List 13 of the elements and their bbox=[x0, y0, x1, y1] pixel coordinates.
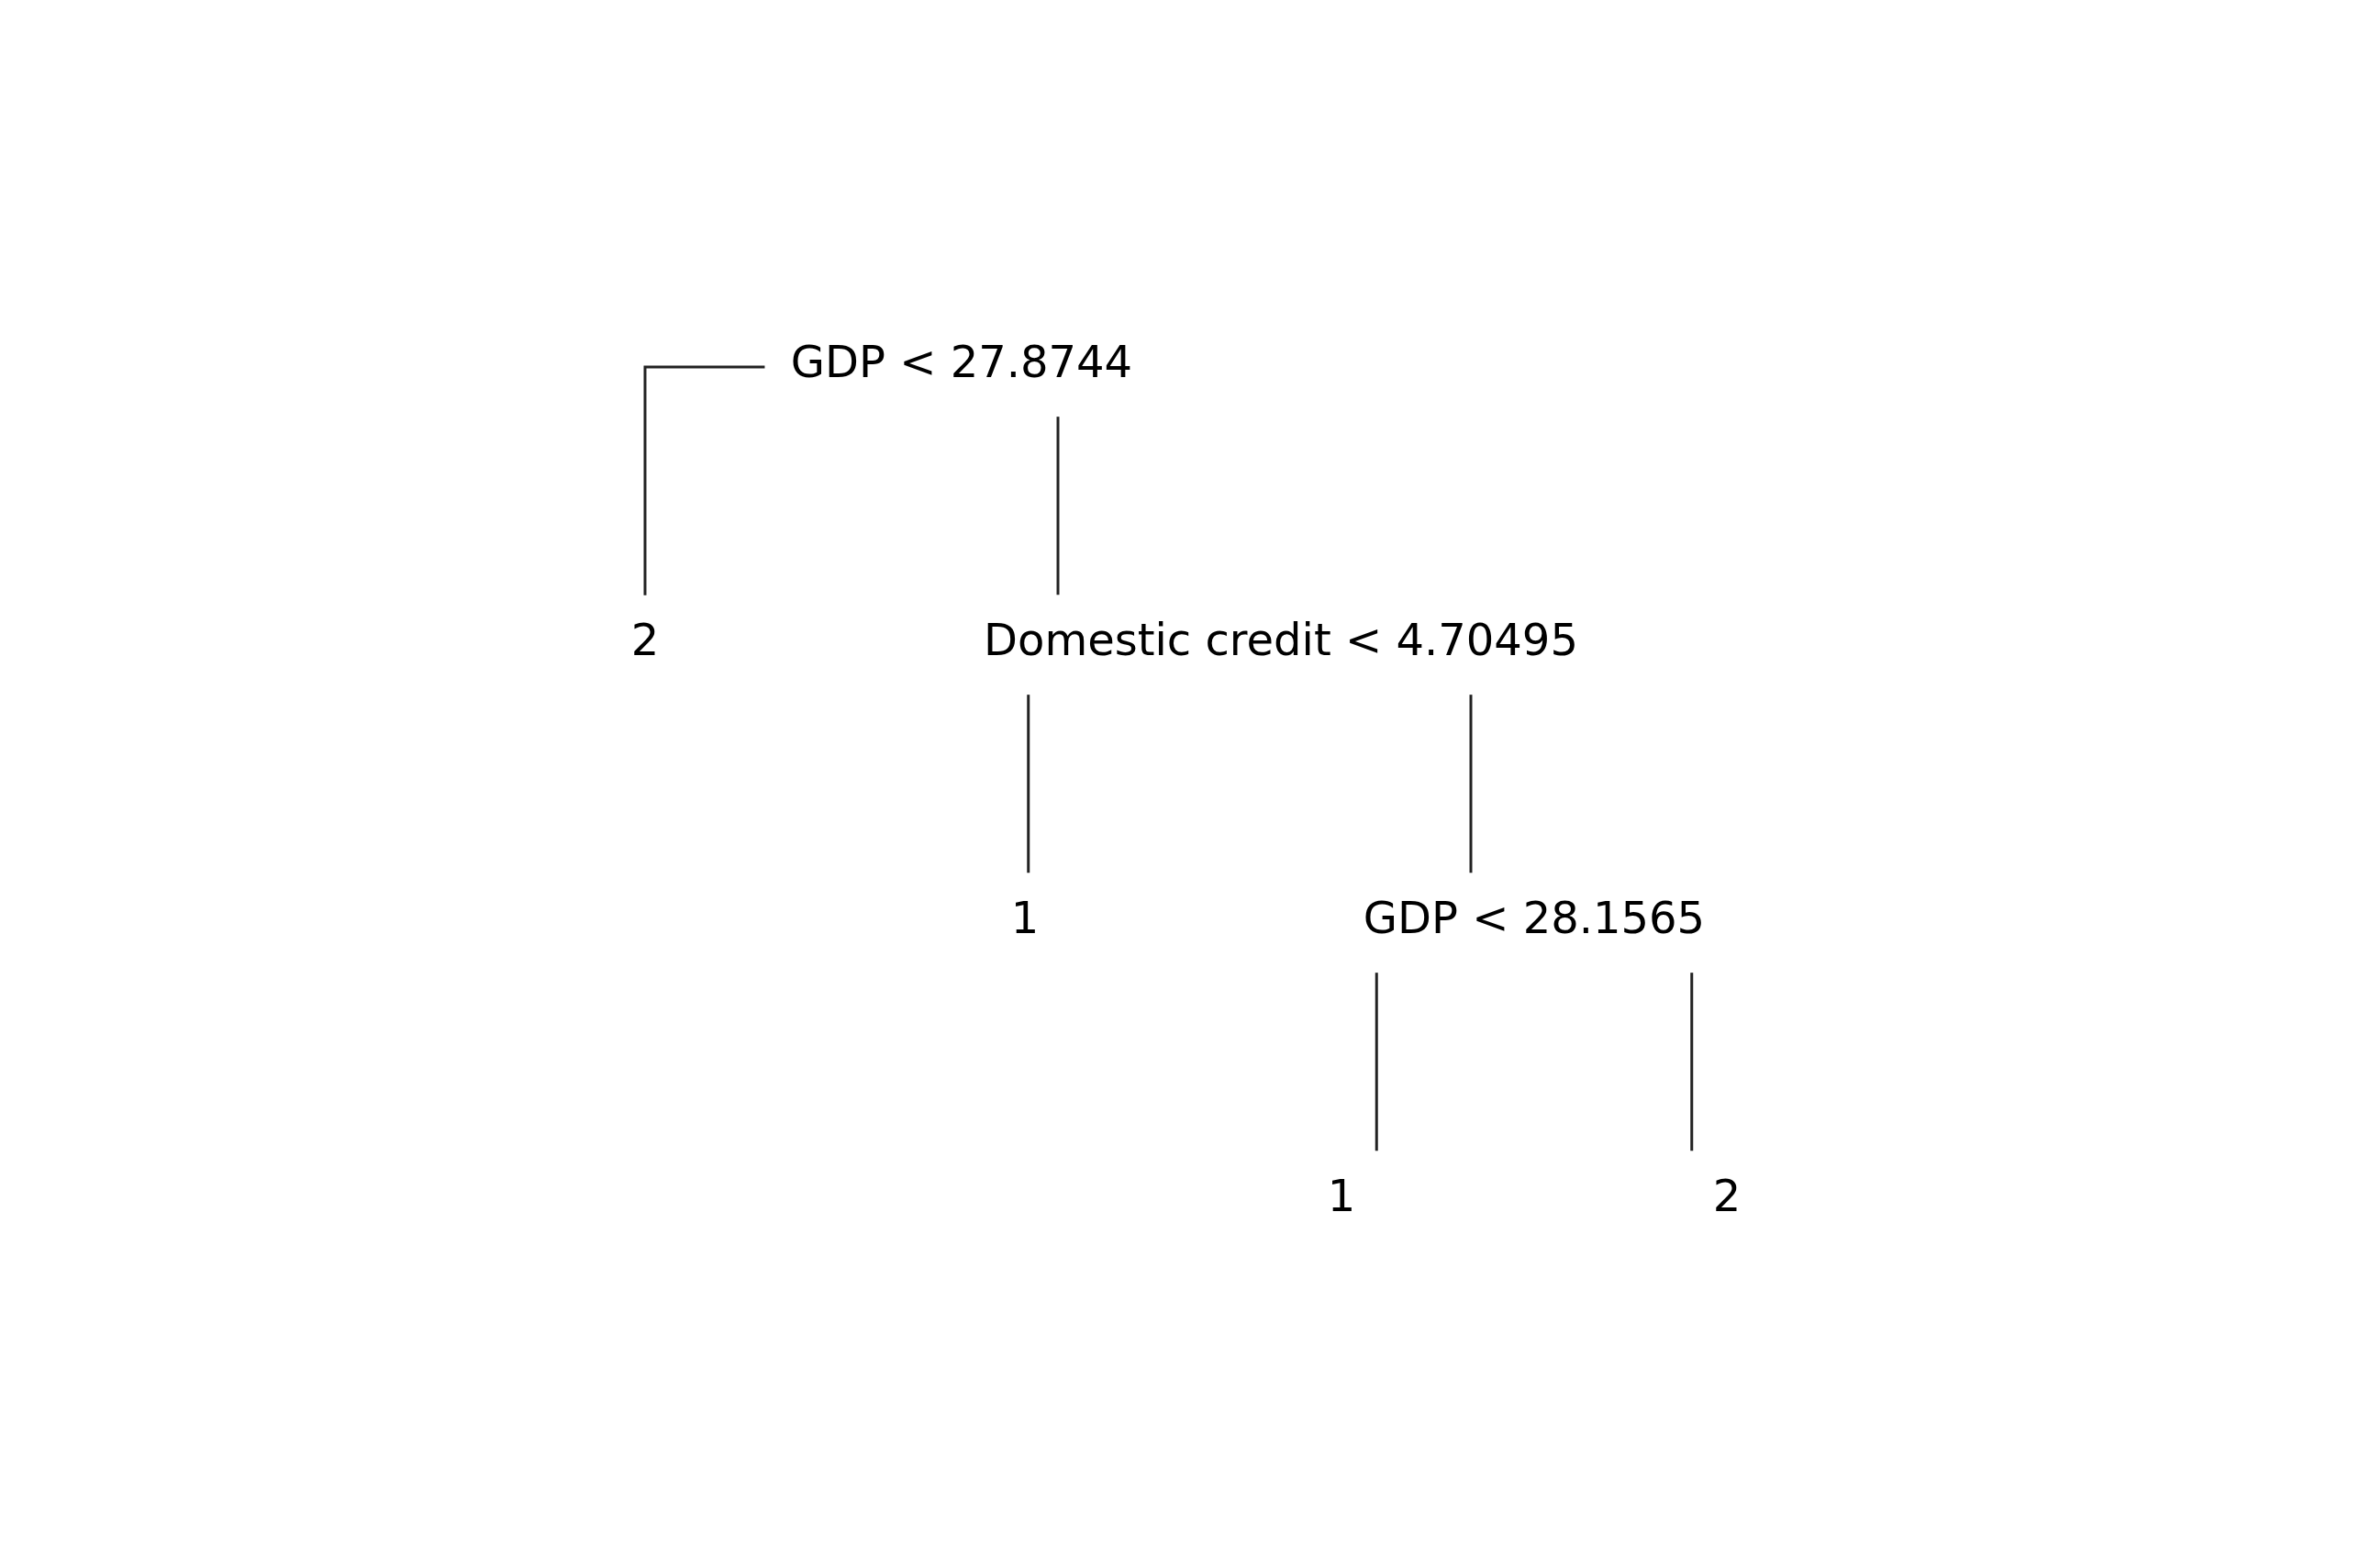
connector bbox=[643, 365, 764, 595]
node-text: GDP < 27.8744 bbox=[790, 336, 1132, 388]
node-text: 2 bbox=[1712, 1170, 1741, 1222]
connector bbox=[1375, 973, 1378, 1151]
connector bbox=[1026, 695, 1030, 873]
node-text: 1 bbox=[1010, 892, 1039, 944]
connector bbox=[1056, 417, 1059, 595]
connector bbox=[1469, 695, 1472, 873]
connector bbox=[1689, 973, 1693, 1151]
node-text: 1 bbox=[1327, 1170, 1355, 1222]
node-text: GDP < 28.1565 bbox=[1363, 892, 1705, 944]
node-text: 2 bbox=[630, 614, 659, 666]
node-text: Domestic credit < 4.70495 bbox=[983, 614, 1578, 666]
